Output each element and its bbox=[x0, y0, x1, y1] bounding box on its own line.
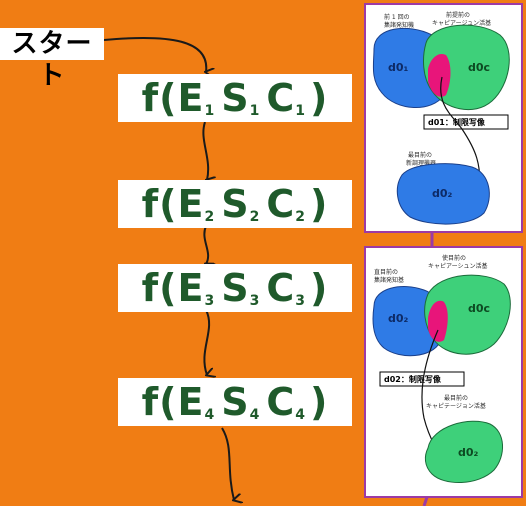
sub-s: 3 bbox=[249, 293, 261, 309]
sub-e: 2 bbox=[204, 209, 216, 225]
var-s: S bbox=[221, 76, 250, 120]
restriction-panel-2: 使目前の キャピアーシュン活基 直目前の 集諸発知基 d0₂ d0c d02：制… bbox=[364, 246, 523, 498]
arrow-2-to-3 bbox=[204, 225, 208, 264]
close-paren: ) bbox=[310, 266, 329, 310]
left-blob-label: d0₂ bbox=[388, 312, 409, 325]
right-caption-2: キャピアージュン活基 bbox=[432, 19, 491, 27]
right-caption-1: 使目前の bbox=[442, 254, 466, 262]
restriction-panel-1: 前 1 回の 集諸発知機 前提前の キャピアージュン活基 d0₁ d0c d01… bbox=[364, 3, 523, 233]
start-label: スタート bbox=[0, 28, 104, 91]
bottom-caption-1: 最目前の bbox=[408, 151, 432, 159]
var-s: S bbox=[221, 266, 250, 310]
bottom-blob-label: d0₂ bbox=[432, 187, 453, 200]
func-symbol: f( bbox=[141, 182, 178, 226]
close-paren: ) bbox=[310, 380, 329, 424]
sub-c: 2 bbox=[295, 209, 306, 225]
var-s: S bbox=[221, 182, 250, 226]
overlap-region bbox=[428, 300, 448, 342]
sub-s: 1 bbox=[249, 103, 261, 119]
sub-e: 3 bbox=[204, 293, 216, 309]
start-arrow bbox=[103, 36, 206, 72]
var-c: C bbox=[266, 380, 296, 424]
var-e: E bbox=[177, 266, 205, 310]
panel-2-diagram: 使目前の キャピアーシュン活基 直目前の 集諸発知基 d0₂ d0c d02：制… bbox=[372, 254, 511, 484]
right-caption-2: キャピアーシュン活基 bbox=[428, 262, 488, 270]
left-caption-1: 前 1 回の bbox=[384, 13, 410, 21]
sub-e: 4 bbox=[204, 407, 216, 423]
func-symbol: f( bbox=[141, 266, 178, 310]
var-e: E bbox=[177, 76, 205, 120]
sub-c: 4 bbox=[295, 407, 306, 423]
close-paren: ) bbox=[310, 76, 329, 120]
bottom-green-region bbox=[424, 420, 503, 484]
bottom-caption-2: キャピテージョン活基 bbox=[426, 402, 486, 410]
arrow-3-to-4 bbox=[203, 309, 209, 375]
close-paren: ) bbox=[310, 182, 329, 226]
right-blob-label: d0c bbox=[468, 61, 490, 74]
var-c: C bbox=[266, 266, 296, 310]
map-label-box bbox=[423, 114, 509, 130]
var-c: C bbox=[266, 76, 296, 120]
sub-s: 4 bbox=[249, 407, 261, 423]
bottom-blue-region bbox=[396, 163, 490, 225]
sub-s: 2 bbox=[249, 209, 261, 225]
right-blob-label: d0c bbox=[468, 302, 490, 315]
left-caption-2: 集諸発知機 bbox=[384, 21, 414, 29]
sub-c: 1 bbox=[295, 103, 306, 119]
arrow-4-out bbox=[221, 427, 234, 500]
map-label: d02：制限写像 bbox=[384, 374, 442, 384]
panel-1-diagram: 前 1 回の 集諸発知機 前提前の キャピアージュン活基 d0₁ d0c d01… bbox=[372, 11, 510, 225]
sub-e: 1 bbox=[204, 103, 216, 119]
bottom-caption-1: 最目前の bbox=[444, 394, 468, 402]
var-s: S bbox=[221, 380, 250, 424]
var-c: C bbox=[266, 182, 296, 226]
left-blob-label: d0₁ bbox=[388, 61, 409, 74]
var-e: E bbox=[177, 182, 205, 226]
bottom-blob-label: d0₂ bbox=[458, 446, 479, 459]
left-caption-1: 直目前の bbox=[374, 268, 398, 276]
func-symbol: f( bbox=[141, 380, 178, 424]
func-symbol: f( bbox=[141, 76, 178, 120]
left-caption-2: 集諸発知基 bbox=[374, 276, 404, 284]
bottom-caption-2: 新調理機器 bbox=[406, 159, 436, 167]
sub-c: 3 bbox=[295, 293, 306, 309]
arrow-1-to-2 bbox=[202, 121, 208, 180]
right-caption-1: 前提前の bbox=[446, 11, 470, 19]
var-e: E bbox=[177, 380, 205, 424]
overlap-region bbox=[428, 53, 451, 97]
